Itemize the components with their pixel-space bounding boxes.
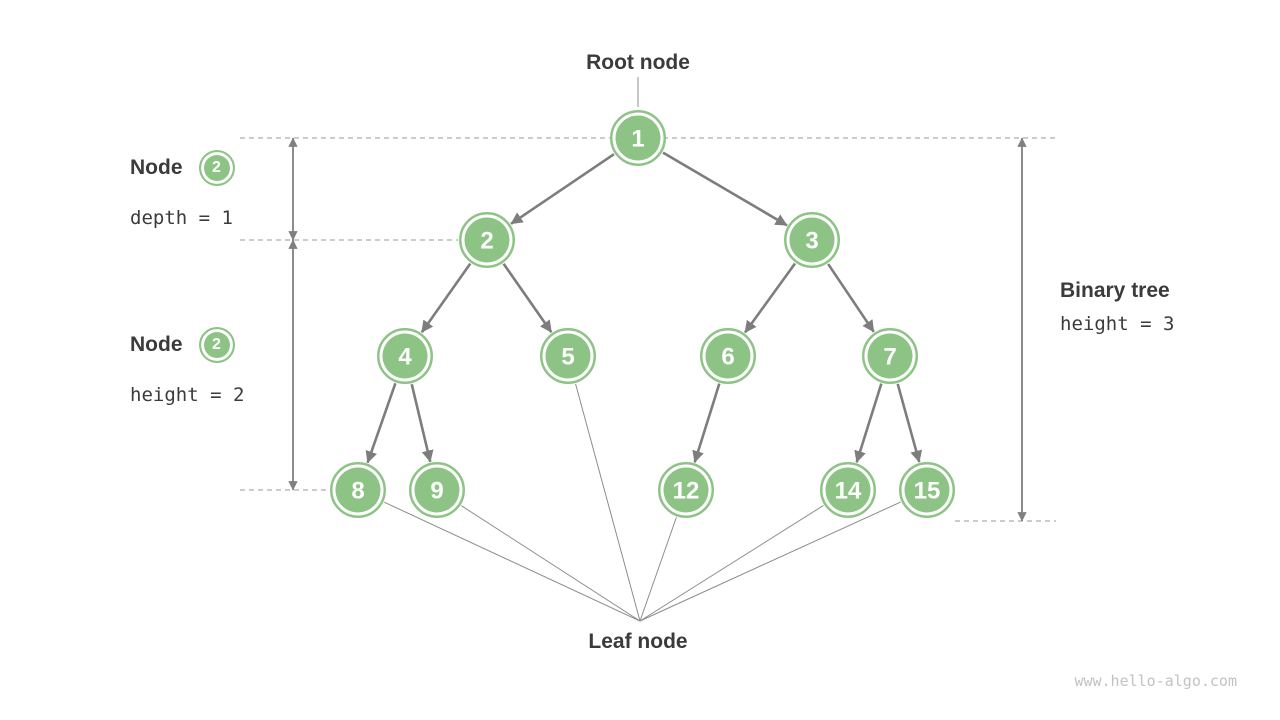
tree-node-3: 3 (784, 212, 840, 268)
tree-node-6: 6 (700, 328, 756, 384)
tree-node-value: 4 (398, 344, 412, 371)
watermark-text: www.hello-algo.com (1074, 672, 1237, 690)
node-height-formula: height = 2 (130, 384, 245, 406)
tree-edge-3-6 (743, 262, 797, 334)
node-badge: 2 (198, 327, 235, 363)
leaf-pointer-line-8 (384, 501, 641, 622)
tree-edge-2-5 (502, 263, 553, 333)
tree-node-value: 15 (914, 478, 941, 505)
tree-edge-4-9 (410, 383, 434, 463)
tree-node-14: 14 (820, 462, 876, 518)
annotation-tree-height: Binary tree height = 3 (1060, 279, 1174, 335)
node-label: Node (130, 156, 183, 179)
tree-edge-6-12 (692, 383, 721, 463)
tree-node-15: 15 (899, 462, 955, 518)
annotation-node-depth: Node 2 depth = 1 (130, 150, 235, 229)
depth-formula: depth = 1 (130, 207, 233, 229)
tree-node-value: 14 (835, 478, 862, 505)
node-badge: 2 (198, 150, 235, 186)
tree-node-2: 2 (459, 212, 515, 268)
tree-height-formula: height = 3 (1060, 313, 1175, 335)
tree-node-12: 12 (658, 462, 714, 518)
tree-node-5: 5 (540, 328, 596, 384)
leaf-node-label: Leaf node (588, 630, 688, 653)
tree-node-value: 3 (805, 228, 818, 255)
leaf-pointer-line-9 (461, 505, 641, 622)
tree-edge-7-15 (896, 383, 923, 463)
tree-edge-3-7 (827, 263, 875, 333)
tree-edge-4-8 (365, 382, 397, 464)
tree-node-7: 7 (862, 328, 918, 384)
tree-node-value: 5 (561, 344, 574, 371)
tree-node-value: 2 (480, 228, 493, 255)
root-node-label: Root node (586, 51, 690, 74)
node-label: Node (130, 333, 183, 356)
tree-edge-1-2 (510, 153, 615, 225)
tree-edge-1-3 (662, 151, 788, 227)
tree-edge-7-14 (854, 383, 883, 463)
tree-node-9: 9 (409, 462, 465, 518)
tree-node-4: 4 (377, 328, 433, 384)
tree-node-value: 12 (673, 478, 700, 505)
annotation-node-depth-row: Node 2 (130, 150, 235, 186)
tree-node-value: 7 (883, 344, 896, 371)
tree-node-value: 1 (631, 126, 644, 153)
tree-node-value: 9 (430, 478, 443, 505)
leaf-pointer-line-5 (575, 383, 641, 622)
tree-node-8: 8 (330, 462, 386, 518)
annotation-node-height-row: Node 2 (130, 327, 244, 363)
binary-tree-label: Binary tree (1060, 279, 1170, 302)
leaf-pointer-line-15 (639, 501, 901, 622)
tree-node-1: 1 (610, 110, 666, 166)
leaf-pointer-line-12 (639, 517, 677, 622)
leaf-pointer-line-14 (639, 505, 824, 622)
tree-node-value: 6 (721, 344, 734, 371)
tree-edge-2-4 (420, 262, 472, 334)
tree-node-value: 8 (351, 478, 364, 505)
annotation-node-height: Node 2 height = 2 (130, 327, 244, 406)
